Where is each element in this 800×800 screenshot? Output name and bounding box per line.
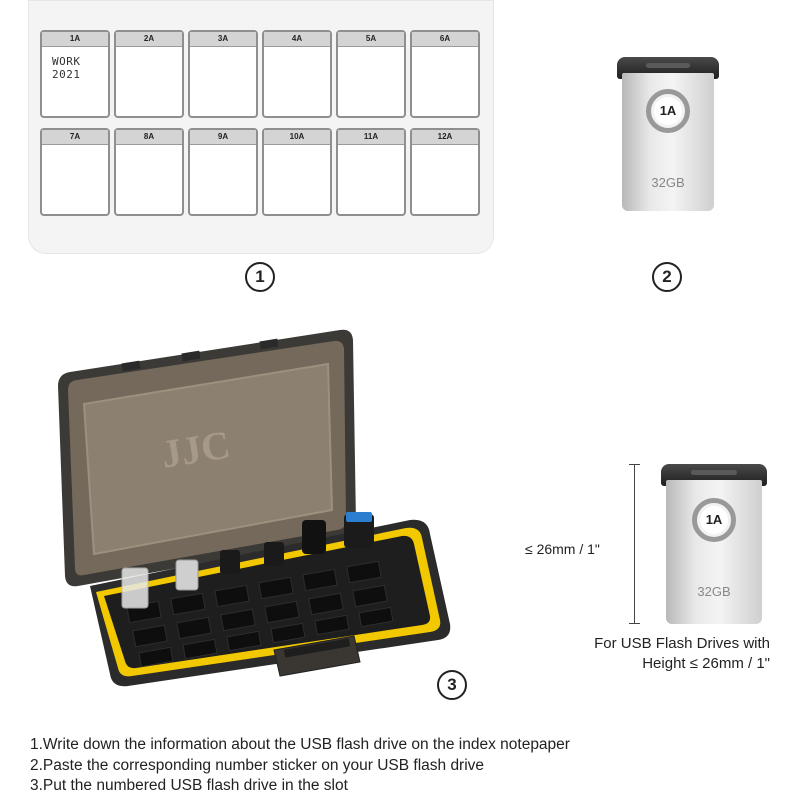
dimension-tick-bottom: [629, 623, 640, 624]
instruction-step-3: 3.Put the numbered USB flash drive in th…: [30, 777, 348, 794]
cell-label: 8A: [116, 130, 182, 145]
step-one-marker: ①1: [245, 262, 275, 292]
cell-label: 3A: [190, 32, 256, 47]
instruction-step-1: 1.Write down the information about the U…: [30, 736, 570, 753]
dimension-label: ≤ 26mm / 1": [525, 541, 600, 557]
index-cell-1a: 1A WORK 2021: [40, 30, 110, 118]
cell-label: 4A: [264, 32, 330, 47]
index-cell-7a: 7A: [40, 128, 110, 216]
index-cell-11a: 11A: [336, 128, 406, 216]
sticker-label: 1A: [654, 97, 682, 125]
cell-label: 11A: [338, 130, 404, 145]
index-cell-12a: 12A: [410, 128, 480, 216]
cell-label: 5A: [338, 32, 404, 47]
cell-label: 12A: [412, 130, 478, 145]
index-cell-8a: 8A: [114, 128, 184, 216]
usb-storage-case: JJC: [50, 324, 470, 694]
cell-label: 6A: [412, 32, 478, 47]
cell-label: 2A: [116, 32, 182, 47]
compatibility-line-1: For USB Flash Drives with: [594, 635, 770, 652]
step-two-marker: ②2: [652, 262, 682, 292]
brand-logo: JJC: [158, 422, 233, 477]
case-illustration: JJC: [58, 329, 451, 687]
number-sticker-icon: 1A: [646, 89, 690, 133]
cell-label: 10A: [264, 130, 330, 145]
handwritten-note: WORK 2021: [52, 55, 81, 81]
capacity-label: 32GB: [651, 175, 685, 190]
compatibility-note: For USB Flash Drives with Height ≤ 26mm …: [470, 634, 770, 674]
cell-label: 1A: [42, 32, 108, 47]
number-sticker-icon: 1A: [692, 498, 736, 542]
capacity-label: 32GB: [697, 584, 731, 599]
usb-flash-drive-measured: 1A 32GB: [661, 464, 767, 624]
index-cell-5a: 5A: [336, 30, 406, 118]
compatibility-line-2: Height ≤ 26mm / 1": [642, 655, 770, 672]
index-cell-4a: 4A: [262, 30, 332, 118]
index-notepaper: 1A WORK 2021 2A 3A 4A 5A 6A 7A 8A 9A 10A…: [28, 0, 494, 254]
cell-label: 7A: [42, 130, 108, 145]
index-cell-10a: 10A: [262, 128, 332, 216]
instruction-list: 1.Write down the information about the U…: [30, 735, 790, 797]
index-cell-2a: 2A: [114, 30, 184, 118]
index-cell-3a: 3A: [188, 30, 258, 118]
usb-flash-drive-top: 1A 32GB: [617, 57, 719, 211]
cell-label: 9A: [190, 130, 256, 145]
step-three-marker: ③3: [437, 670, 467, 700]
instruction-step-2: 2.Paste the corresponding number sticker…: [30, 756, 485, 774]
sticker-label: 1A: [700, 506, 728, 534]
dimension-line: [634, 464, 635, 624]
index-cell-6a: 6A: [410, 30, 480, 118]
index-cell-9a: 9A: [188, 128, 258, 216]
